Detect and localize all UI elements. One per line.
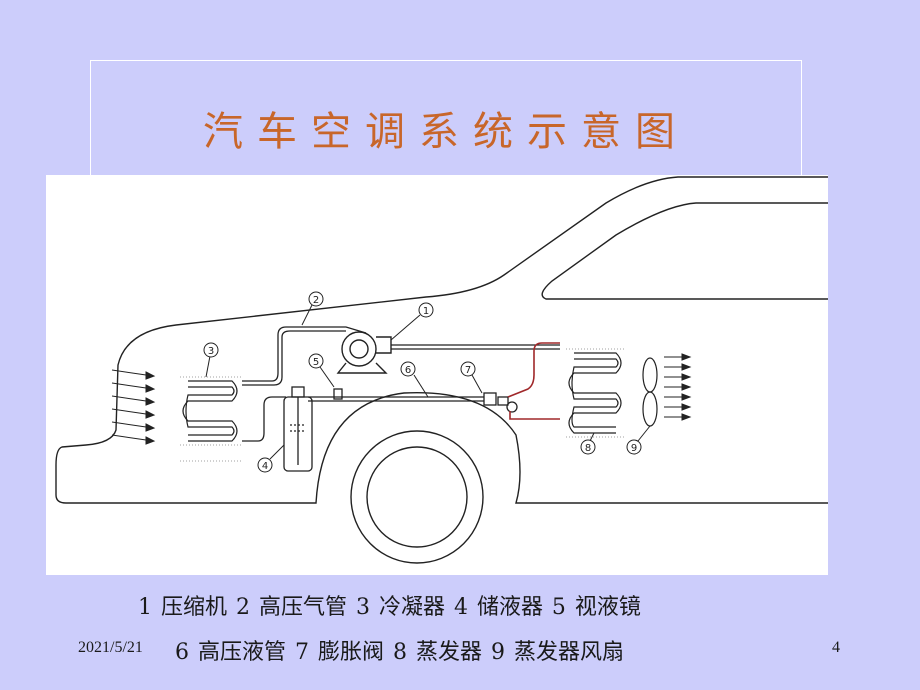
compressor <box>336 331 392 374</box>
airflow-arrows-in <box>111 369 156 445</box>
receiver-drier <box>283 386 313 472</box>
car-wheel-inner <box>366 446 468 548</box>
footer-date: 2021/5/21 <box>78 639 143 656</box>
evaporator <box>566 348 626 438</box>
title-box: 汽车空调系统示意图 <box>90 60 802 178</box>
slide-title: 汽车空调系统示意图 <box>203 109 689 155</box>
callout-3: 3 <box>208 346 214 357</box>
callout-5: 5 <box>313 357 319 368</box>
callout-2: 2 <box>313 295 319 306</box>
evaporator-fan <box>642 357 658 427</box>
legend-line-1: 1 压缩机 2 高压气管 3 冷凝器 4 储液器 5 视液镜 <box>138 595 641 620</box>
airflow-arrows-out <box>664 353 692 421</box>
refrigerant-line-red <box>507 342 560 398</box>
condenser-to-receiver-pipe <box>242 396 286 442</box>
callout-1: 1 <box>423 306 429 317</box>
car-wheel-outer <box>350 430 484 564</box>
callout-7: 7 <box>465 365 471 376</box>
high-pressure-gas-pipe <box>242 326 367 382</box>
sight-glass <box>333 388 343 400</box>
expansion-valve <box>483 392 518 413</box>
condenser <box>180 376 242 462</box>
callout-9: 9 <box>631 443 637 454</box>
callout-6: 6 <box>405 365 411 376</box>
legend-line-2: 6 高压液管 7 膨胀阀 8 蒸发器 9 蒸发器风扇 <box>175 640 624 665</box>
car-body-outline <box>55 176 828 504</box>
callout-4: 4 <box>262 461 268 472</box>
page-number: 4 <box>832 639 840 656</box>
ac-system-diagram: 1 2 3 4 5 6 7 8 9 <box>46 175 828 575</box>
car-window <box>541 202 828 300</box>
callout-8: 8 <box>585 443 591 454</box>
